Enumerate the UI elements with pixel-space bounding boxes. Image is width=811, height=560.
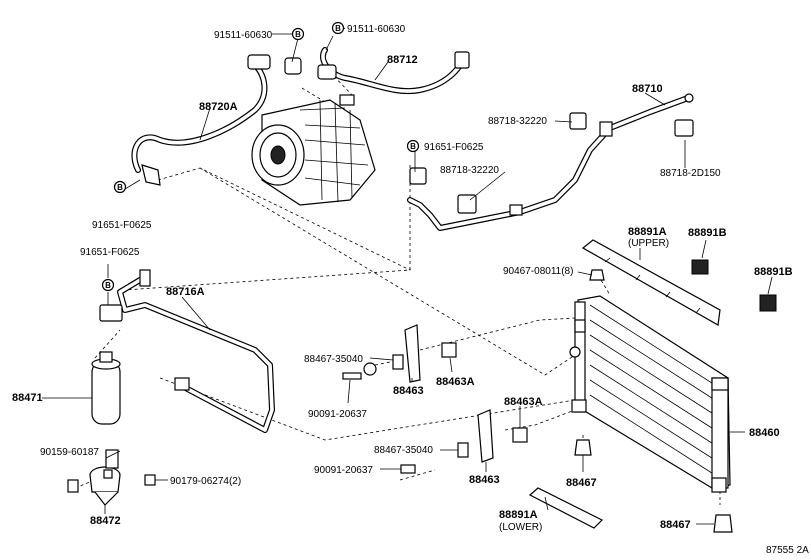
label-88712: 88712 [387,54,418,66]
b-badge-label: B [295,30,301,39]
label-88891b-top: 88891B [688,227,727,239]
label-88467-mid: 88467 [566,477,597,489]
dashed-guides [74,71,721,505]
label-88467-35040-bottom: 88467-35040 [374,445,433,456]
label-88716a: 88716A [166,286,205,298]
label-88467-35040-top: 88467-35040 [304,354,363,365]
label-88710: 88710 [632,83,663,95]
seal-88891a-upper [581,239,721,326]
leader-lines [42,27,773,525]
pipe-88716a [99,269,275,433]
b-badge: B [291,27,305,41]
label-90091-20637-bottom: 90091-20637 [314,465,373,476]
label-90159-60187: 90159-60187 [40,447,99,458]
label-88891a-lower: 88891A [499,509,538,521]
b-badge-label: B [335,24,341,33]
label-88463a-top: 88463A [436,376,475,388]
diagram-id: 87555 2A [766,545,809,556]
b-badge: B [331,21,345,35]
label-90091-20637-top: 90091-20637 [308,409,367,420]
label-88718-2d150: 88718-2D150 [660,168,721,179]
label-91651-f0625-lower: 91651-F0625 [80,247,140,258]
label-88463-top: 88463 [393,385,424,397]
hose-88712 [317,47,470,95]
label-88472: 88472 [90,515,121,527]
label-90179-06274: 90179-06274(2) [170,476,241,487]
label-88718-32220-mid: 88718-32220 [440,165,499,176]
label-88718-32220-top: 88718-32220 [488,116,547,127]
label-91511-60630-right: 91511-60630 [347,24,406,35]
label-88720a: 88720A [199,101,238,113]
condenser-88460 [569,295,731,493]
label-88463a-bottom: 88463A [504,396,543,408]
b-badge: B [406,139,420,153]
label-88471: 88471 [12,392,43,404]
b-badge: B [113,180,127,194]
small-parts [103,259,777,533]
label-88467-bottom: 88467 [660,519,691,531]
label-91651-f0625-mid: 91651-F0625 [424,142,484,153]
receiver-88471 [91,351,121,425]
b-badge: B [101,278,115,292]
label-91511-60630-left: 91511-60630 [214,30,273,41]
b-badge-label: B [117,183,123,192]
label-88891b-right: 88891B [754,266,793,278]
label-88460: 88460 [749,427,780,439]
label-90467-08011: 90467-08011(8) [503,266,573,277]
label-88891a-upper: 88891A [628,226,667,238]
label-88463-bottom: 88463 [469,474,500,486]
hose-88720a [131,54,302,186]
part-labels: 91511-60630 91511-60630 88712 88720A 887… [12,24,809,556]
label-91651-f0625-left: 91651-F0625 [92,220,152,231]
b-badge-label: B [105,281,111,290]
compressor [251,94,376,206]
pipe-88710 [407,93,694,231]
label-upper: (UPPER) [628,238,669,249]
label-lower: (LOWER) [499,522,542,533]
seal-88891a-lower [528,487,604,529]
b-badge-label: B [410,142,416,151]
